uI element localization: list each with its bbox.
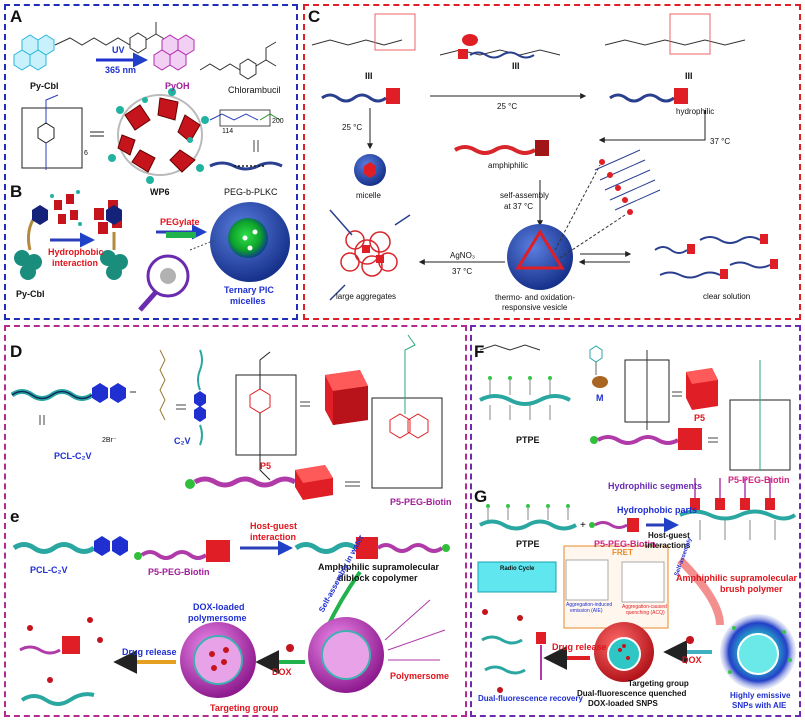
acq-label-1: Aggregation-caused: [622, 604, 667, 610]
radio-cycle-label: Radio Cycle: [500, 566, 535, 572]
p5-label-d: P5: [260, 461, 272, 471]
panel-d-letter: D: [10, 342, 23, 361]
temp-37-right: 37 °C: [710, 137, 731, 146]
quenched-label-2: DOX-loaded SNPS: [588, 699, 658, 708]
targeting-group-label-e: Targeting group: [210, 703, 279, 713]
iii-label-3: III: [685, 71, 693, 81]
iii-label-2: III: [512, 61, 520, 71]
aie-label-2: emission (AIE): [570, 608, 603, 614]
large-aggregates-label: large aggregates: [336, 292, 397, 301]
clear-solution-label: clear solution: [703, 292, 751, 301]
self-assembly-temp: at 37 °C: [504, 202, 533, 211]
iii-label-1: III: [365, 71, 373, 81]
emissive-label-2: SNPs with AIE: [732, 701, 787, 710]
brush-polymer-label-1: Amphiphilic supramolecular: [676, 573, 798, 583]
temp-25-top: 25 °C: [497, 102, 518, 111]
micelles-label: micelles: [230, 296, 266, 306]
amphiphilic-label: amphiphilic: [488, 161, 529, 170]
panel-d-graphics: [10, 334, 443, 500]
panel-a-frame: [4, 4, 298, 320]
panel-a-graphics: [13, 22, 283, 184]
p5-label-f: P5: [694, 413, 706, 423]
panel-e-letter: e: [10, 507, 20, 526]
uv-wavelength-label: 365 nm: [105, 65, 137, 75]
uv-label: UV: [112, 45, 125, 55]
hydrophilic-segments-label: Hydrophilic segments: [608, 481, 703, 491]
interaction-label: interaction: [52, 258, 99, 268]
acq-label-2: quenching (ACQ): [626, 610, 665, 616]
brush-polymer-label-2: brush polymer: [720, 584, 783, 594]
targeting-group-label-g: Targeting group: [628, 679, 689, 688]
diblock-label-1: Amphiphilic supramolecular: [318, 562, 440, 572]
panel-g-graphics: +: [477, 478, 797, 693]
peg-b-plkc-label: PEG-b-PLKC: [224, 187, 278, 197]
hydrophobic-label: Hydrophobic: [48, 247, 104, 257]
temp-25-left: 25 °C: [342, 123, 363, 132]
pcl-c2v-label-d: PCL-C₂V: [54, 451, 92, 461]
panel-c-graphics: [311, 13, 778, 301]
host-guest-label-g2: interactions: [645, 541, 691, 550]
panel-d-frame: [4, 325, 467, 717]
polymersome-label: Polymersome: [390, 671, 450, 681]
hydrophilic-label: hydrophilic: [676, 107, 715, 116]
panel-b-letter: B: [10, 182, 23, 201]
dox-loaded-label-1: DOX-loaded: [193, 602, 245, 612]
p5-peg-biotin-label-g: P5-PEG-Biotin: [594, 539, 656, 549]
panel-f-graphics: [479, 344, 791, 471]
c2v-label: C₂V: [174, 436, 191, 446]
p5-peg-biotin-label-f: P5-PEG-Biotin: [728, 475, 790, 485]
subscript-114: 114: [222, 128, 234, 135]
agno3-label: AgNO₃: [450, 251, 476, 260]
br-counterion-label: 2Br⁻: [102, 437, 117, 444]
panel-a-letter: A: [10, 7, 23, 26]
subscript-200: 200: [272, 118, 284, 125]
vesicle-label-2: responsive vesicle: [502, 303, 568, 312]
panel-c-letter: C: [308, 7, 321, 26]
chlorambucil-label: Chlorambucil: [228, 85, 281, 95]
py-cbl-label-a: Py-Cbl: [30, 81, 59, 91]
ternary-pic-label: Ternary PIC: [224, 285, 274, 295]
svg-text:+: +: [580, 520, 586, 531]
dox-label-e: DOX: [272, 667, 292, 677]
subscript-6: 6: [84, 150, 88, 157]
drug-release-label-g: Drug release: [552, 642, 607, 652]
ptpe-label-f: PTPE: [516, 435, 540, 445]
micelle-label: micelle: [356, 191, 381, 200]
recovery-label: Dual-fluorescence recovery: [478, 694, 583, 703]
host-guest-label-e1: Host-guest: [250, 521, 297, 531]
p5-peg-biotin-label-d: P5-PEG-Biotin: [390, 497, 452, 507]
panel-f-frame: [470, 325, 801, 717]
vesicle-label-1: thermo- and oxidation-: [495, 293, 576, 302]
panel-e-graphics: [12, 536, 450, 706]
panel-f-letter: F: [474, 342, 485, 361]
self-assembly-label: self-assembly: [500, 191, 549, 200]
host-guest-label-g1: Host-guest: [648, 531, 690, 540]
py-cbl-label-b: Py-Cbl: [16, 289, 45, 299]
emissive-label-1: Highly emissive: [730, 691, 791, 700]
quenched-label-1: Dual-fluorescence quenched: [577, 689, 687, 698]
wp6-label: WP6: [150, 187, 170, 197]
host-guest-label-e2: interaction: [250, 532, 297, 542]
hydrophobic-parts-label: Hydrophobic parts: [617, 505, 698, 515]
agno3-temp: 37 °C: [452, 267, 473, 276]
pyoh-label: PyOH: [165, 81, 190, 91]
ptpe-label-g: PTPE: [516, 539, 540, 549]
dox-label-g: DOX: [682, 655, 702, 665]
drug-release-label-e: Drug release: [122, 647, 177, 657]
diblock-label-2: diblock copolymer: [338, 573, 418, 583]
pegylate-label: PEGylate: [160, 217, 200, 227]
dox-loaded-label-2: polymersome: [188, 613, 247, 623]
panel-g-letter: G: [474, 487, 488, 506]
aie-label-1: Aggregation-induced: [566, 602, 613, 608]
pcl-c2v-label-e: PCL-C₂V: [30, 565, 68, 575]
fret-label: FRET: [612, 548, 633, 557]
panel-b-graphics: [14, 190, 290, 312]
m-label: M: [596, 393, 604, 403]
p5-peg-biotin-label-e: P5-PEG-Biotin: [148, 567, 210, 577]
panel-c-frame: [303, 4, 801, 320]
